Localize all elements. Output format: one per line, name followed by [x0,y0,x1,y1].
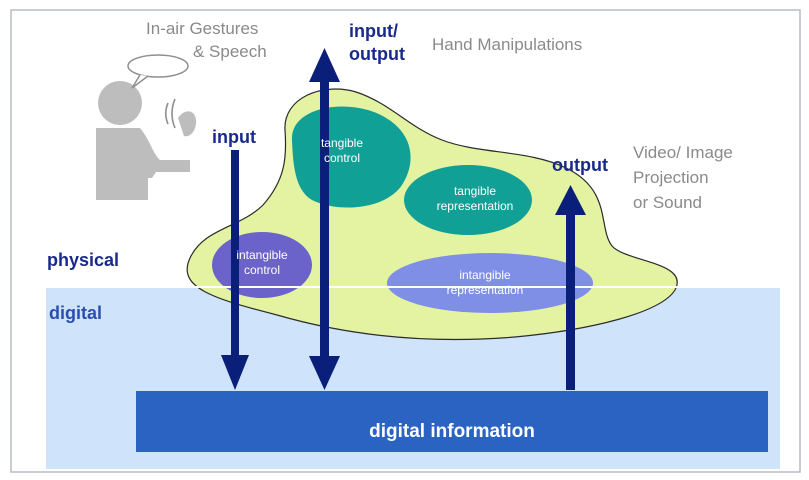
person-icon [96,81,190,200]
video-projection-label-line3: or Sound [633,193,702,212]
hand-icon [178,111,197,137]
tangible-representation-line1: tangible [453,184,497,198]
input-output-label-line1: input/ [349,21,398,41]
tangible-representation-blob [404,165,532,235]
digital-label: digital [49,303,102,323]
intangible-representation-line2: representation [446,283,524,297]
gestures-label-line1: In-air Gestures [146,19,259,38]
intangible-representation-text: intangible representation [425,268,545,298]
intangible-representation-line1: intangible [459,268,511,282]
tangible-control-line2: control [323,151,361,165]
intangible-control-line1: intangible [236,248,288,262]
tangible-control-text: tangible control [312,136,372,166]
intangible-control-text: intangible control [222,248,302,278]
hand-manipulations-label: Hand Manipulations [432,35,583,54]
speech-bubble-icon [127,54,189,89]
video-projection-label-line1: Video/ Image [633,143,733,162]
input-output-label-line2: output [349,44,405,64]
intangible-representation-blob [387,253,593,313]
tangible-representation-line2: representation [436,199,514,213]
input-arrow [221,150,249,390]
digital-information-bar [136,391,768,452]
tangible-control-line1: tangible [320,136,364,150]
physical-label: physical [47,250,120,270]
intangible-control-line2: control [243,263,281,277]
tangible-representation-text: tangible representation [420,184,530,214]
gestures-label-line2: & Speech [193,42,267,61]
output-label: output [552,155,608,175]
output-arrow [555,185,586,390]
digital-information-label: digital information [369,421,535,442]
video-projection-label-line2: Projection [633,168,709,187]
input-output-arrow [309,48,340,390]
input-label: input [212,127,256,147]
